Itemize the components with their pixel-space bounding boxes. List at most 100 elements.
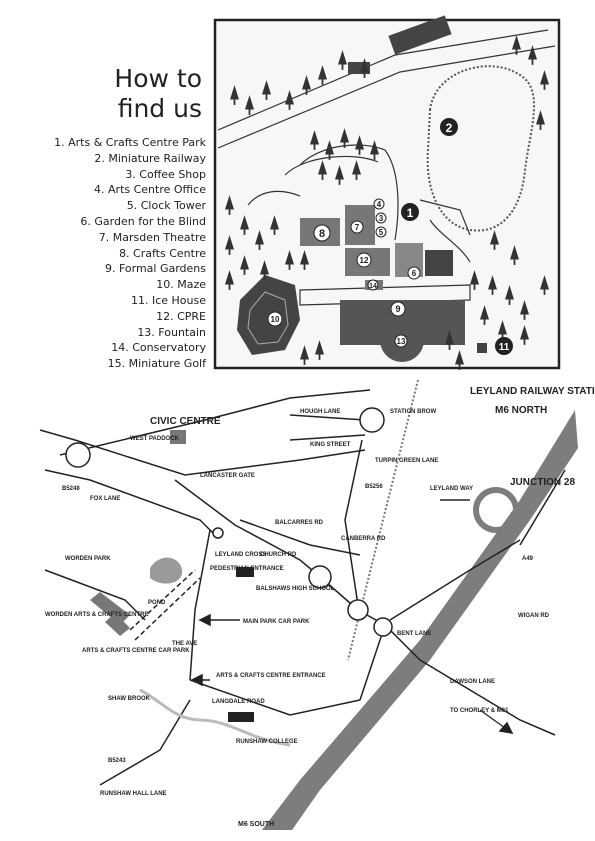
label-shaw-brook: SHAW BROOK (108, 696, 151, 702)
label-a49: A49 (522, 556, 534, 562)
civic-centre-building (170, 430, 186, 444)
svg-text:3: 3 (379, 214, 384, 223)
marker-14: 14 (367, 279, 379, 291)
label-church-rd: CHURCH RD (260, 552, 297, 558)
legend-item: 7. Marsden Theatre (98, 230, 206, 244)
legend-item: 3. Coffee Shop (125, 167, 206, 181)
svg-text:4: 4 (377, 200, 382, 209)
label-leyland-cross: LEYLAND CROSS (215, 552, 266, 558)
legend-item: 1. Arts & Crafts Centre Park (54, 136, 206, 149)
marker-7: 7 (350, 220, 364, 234)
label-langdale-road: LANGDALE ROAD (212, 699, 265, 705)
svg-text:11: 11 (499, 342, 510, 353)
marker-12: 12 (356, 252, 372, 268)
label-station-brow: STATION BROW (390, 409, 436, 415)
label-balcarres-rd: BALCARRES RD (275, 520, 324, 526)
svg-text:13: 13 (397, 337, 406, 346)
balshaws-building (236, 567, 254, 577)
label-balshaws: BALSHAWS HIGH SCHOOL (256, 586, 335, 592)
label-bent-lane: BENT LANE (397, 631, 431, 637)
miniature-railway-track (426, 65, 535, 232)
legend-item: 14. Conservatory (111, 341, 206, 355)
junction-28-roundabout (473, 487, 519, 533)
label-pedestrian-entrance: PEDESTRIAN ENTRANCE (210, 566, 284, 572)
label-the-ave: THE AVE (172, 641, 197, 647)
marker-3: 3 (375, 212, 387, 224)
marker-5: 5 (375, 226, 387, 238)
legend-item: 11. Ice House (130, 293, 206, 307)
marker-6: 6 (407, 266, 421, 280)
svg-text:6: 6 (412, 269, 417, 278)
svg-text:1: 1 (407, 206, 414, 220)
label-runshaw-college: RUNSHAW COLLEGE (236, 739, 298, 745)
label-west-paddock: WEST PADDOCK (130, 436, 180, 442)
svg-text:5: 5 (379, 228, 384, 237)
svg-text:2: 2 (446, 121, 453, 135)
marker-10: 10 (267, 311, 283, 327)
label-leyland-way: LEYLAND WAY (430, 486, 473, 492)
label-runshaw-hall-lane: RUNSHAW HALL LANE (100, 791, 167, 797)
label-to-chorley: TO CHORLEY & M61 (450, 708, 509, 714)
legend-item: 8. Crafts Centre (119, 246, 206, 260)
arrows (190, 613, 514, 734)
label-main-car-park: MAIN PARK CAR PARK (243, 619, 310, 625)
area-roads (39, 389, 566, 786)
svg-text:9: 9 (395, 304, 400, 314)
label-station: LEYLAND RAILWAY STATION (470, 386, 595, 397)
park-legend: 1. Arts & Crafts Centre Park 2. Miniatur… (20, 135, 206, 372)
legend-item: 4. Arts Centre Office (94, 183, 206, 197)
marker-4: 4 (373, 198, 385, 210)
label-dawson-lane: DAWSON LANE (450, 679, 495, 685)
label-worden-centre: WORDEN ARTS & CRAFTS CENTRE (45, 612, 148, 618)
legend-item: 6. Garden for the Blind (80, 214, 206, 228)
roundabouts (65, 407, 393, 637)
marker-13: 13 (394, 334, 408, 348)
area-labels: LEYLAND RAILWAY STATION M6 NORTH JUNCTIO… (45, 386, 595, 828)
footpath (129, 569, 196, 631)
marker-9: 9 (390, 301, 406, 317)
label-b5248: B5248 (62, 486, 80, 492)
label-fox-lane: FOX LANE (90, 496, 120, 502)
legend-item: 5. Clock Tower (126, 199, 206, 213)
pond-shape (150, 557, 183, 584)
legend-item: 12. CPRE (156, 309, 206, 323)
label-worden-park: WORDEN PARK (65, 556, 111, 562)
label-b5256: B5256 (365, 484, 383, 490)
svg-text:12: 12 (360, 256, 369, 265)
label-king-street: KING STREET (310, 442, 351, 448)
svg-text:8: 8 (319, 228, 325, 240)
runshaw-building (228, 712, 254, 722)
shaw-brook-stream (139, 688, 291, 747)
label-b5243: B5243 (108, 758, 126, 764)
map-title-line-1: How to (114, 64, 202, 93)
worden-centre-building (90, 592, 130, 625)
label-m6-north: M6 NORTH (495, 405, 547, 416)
marker-2: 2 (440, 118, 458, 136)
map-title-line-2: find us (117, 94, 202, 123)
label-hough-lane: HOUGH LANE (300, 409, 340, 415)
label-lancaster-gate: LANCASTER GATE (200, 473, 255, 479)
svg-text:10: 10 (271, 315, 280, 324)
svg-text:14: 14 (369, 283, 377, 290)
label-wigan-rd: WIGAN RD (518, 613, 550, 619)
label-pond: POND (148, 600, 166, 606)
marker-8: 8 (313, 224, 331, 242)
svg-text:7: 7 (355, 223, 360, 232)
legend-item: 13. Fountain (137, 325, 206, 339)
marker-1: 1 (401, 203, 419, 221)
ice-house-square (477, 343, 487, 353)
label-junction: JUNCTION 28 (510, 477, 575, 488)
legend-item: 9. Formal Gardens (104, 262, 206, 276)
park-markers: 1 2 3 4 5 6 7 8 9 10 11 12 13 14 (267, 118, 513, 355)
building-top (388, 15, 452, 55)
building-east (425, 250, 453, 276)
legend-item: 15. Miniature Golf (107, 357, 206, 371)
label-arts-car-park: ARTS & CRAFTS CENTRE CAR PARK (82, 648, 190, 654)
label-centre-entrance: ARTS & CRAFTS CENTRE ENTRANCE (216, 673, 326, 679)
legend-item: 10. Maze (156, 278, 206, 292)
label-turpin-green: TURPIN GREEN LANE (375, 458, 438, 464)
legend-item: 2. Miniature Railway (94, 151, 206, 165)
marker-11: 11 (495, 337, 513, 355)
